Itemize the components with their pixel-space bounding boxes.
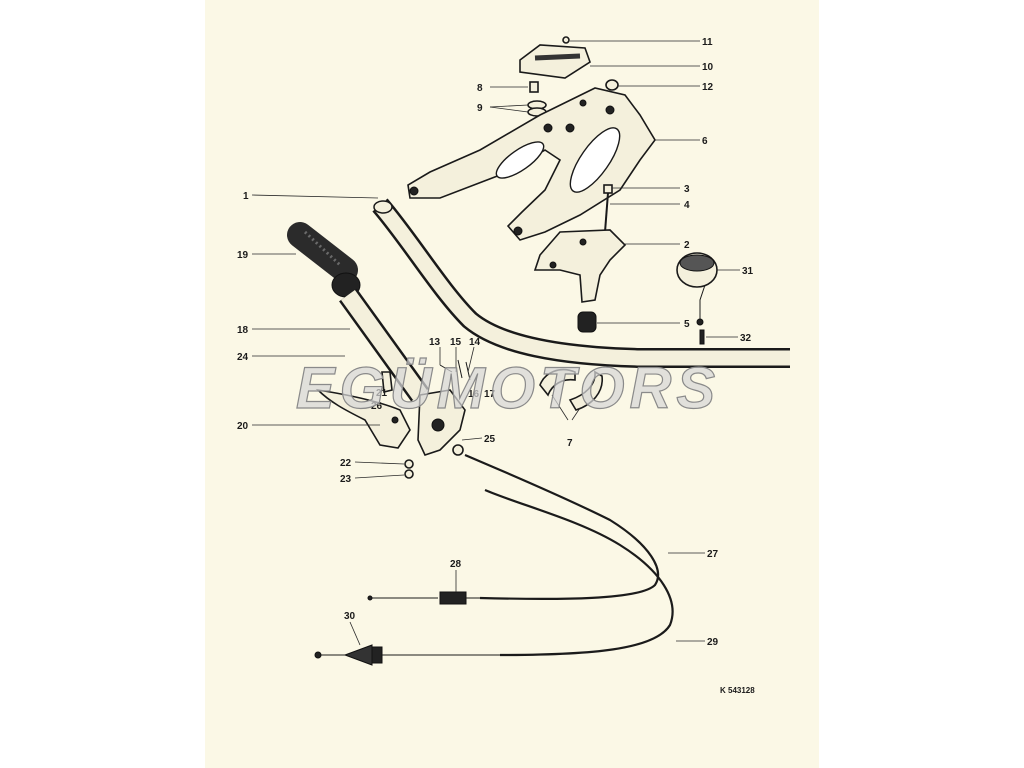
diagram-sheet: [205, 0, 819, 768]
callout-23: 23: [340, 474, 352, 485]
callout-30: 30: [344, 611, 356, 622]
callout-labels: 11 10 8 12 9 6 1 3 4 2 19 31 5 18 32 13 …: [237, 37, 754, 648]
callout-5: 5: [684, 319, 690, 330]
bolt-8: [529, 81, 539, 93]
rubber-bush: [577, 311, 597, 333]
clamp-half-lower: [568, 370, 603, 411]
callout-31: 31: [742, 266, 754, 277]
callout-22: 22: [340, 458, 352, 469]
callout-7: 7: [567, 438, 573, 449]
callout-2: 2: [684, 240, 690, 251]
cap-12: [605, 79, 619, 91]
callout-8: 8: [477, 83, 483, 94]
callout-4: 4: [684, 200, 690, 211]
screw-11: [562, 36, 570, 44]
watermark: EGÜMOTORS: [296, 356, 720, 421]
callout-14: 14: [469, 337, 481, 348]
spring-13: [439, 364, 453, 373]
callout-27: 27: [707, 549, 719, 560]
clamp-half-upper: [539, 368, 576, 397]
callout-16: 16: [468, 389, 480, 400]
callout-1: 1: [243, 191, 249, 202]
adjuster-25: [452, 444, 464, 456]
lever-assembly: [315, 388, 466, 456]
callout-32: 32: [740, 333, 752, 344]
leader-lines: [251, 40, 740, 646]
callout-18: 18: [237, 325, 249, 336]
cable-spring-30: [343, 644, 373, 666]
throttle-grip: [287, 222, 361, 298]
callout-29: 29: [707, 637, 719, 648]
nut-23: [404, 469, 414, 479]
callout-25: 25: [484, 434, 496, 445]
washer-22: [404, 459, 414, 469]
cable-adjuster-28: [439, 591, 467, 605]
callout-10: 10: [702, 62, 714, 73]
horn: [676, 252, 718, 326]
callout-15: 15: [450, 337, 462, 348]
reference-code: K 543128: [720, 686, 755, 695]
callout-24: 24: [237, 352, 249, 363]
callout-3: 3: [684, 184, 690, 195]
callout-17: 17: [484, 389, 496, 400]
screw-32: [699, 329, 705, 345]
callout-6: 6: [702, 136, 708, 147]
lower-clamp: [533, 229, 627, 303]
callout-28: 28: [450, 559, 462, 570]
callout-21: 21: [376, 388, 388, 399]
callout-26: 26: [371, 401, 383, 412]
callout-12: 12: [702, 82, 714, 93]
top-cover-plate: [519, 44, 591, 79]
callout-20: 20: [237, 421, 249, 432]
stud-4: [604, 192, 609, 233]
callout-19: 19: [237, 250, 249, 261]
callout-11: 11: [702, 37, 713, 48]
handlebar-bracket: [407, 87, 656, 241]
callout-13: 13: [429, 337, 441, 348]
screw-21: [381, 371, 393, 394]
control-cables: [314, 453, 674, 666]
bolt-3: [603, 184, 613, 194]
callout-9: 9: [477, 103, 483, 114]
